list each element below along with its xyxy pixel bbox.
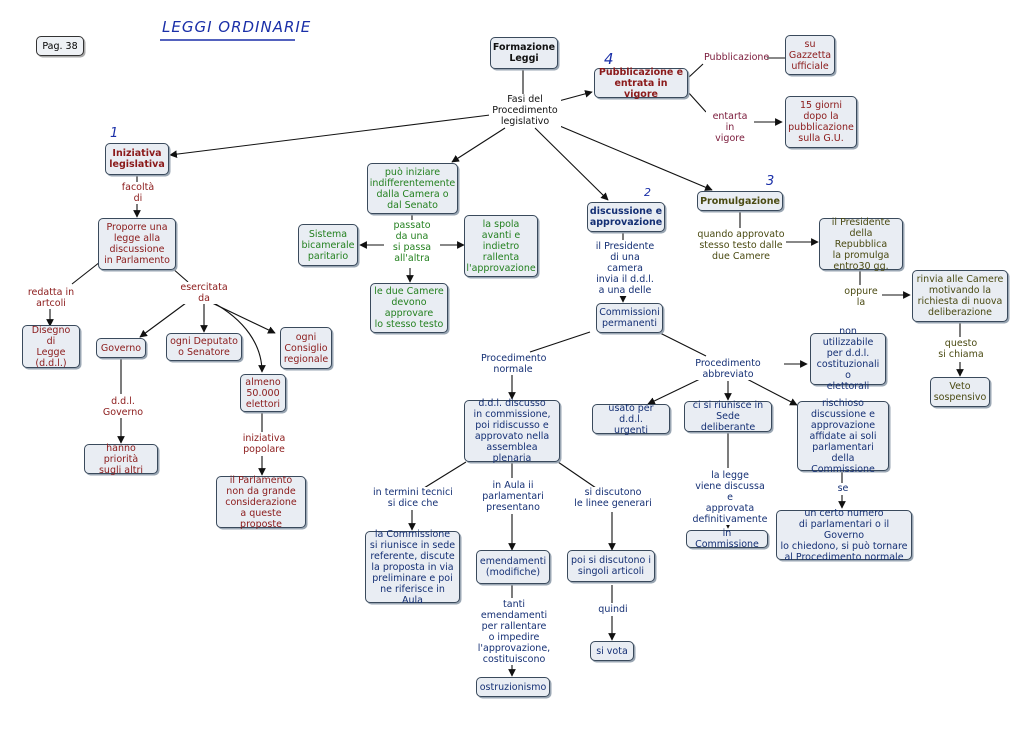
- node-in-commissione: in Commissione: [686, 528, 768, 550]
- label-oppure: oppure la: [840, 286, 882, 308]
- node-pubblicazione: Pubblicazione e entrata in vigore: [594, 67, 688, 100]
- node-priorita: hanno priorità sugli altri: [84, 443, 158, 476]
- node-cinquantamila-elettori: almeno 50.000 elettori: [240, 374, 286, 412]
- node-governo: Governo: [96, 338, 146, 358]
- node-presidente-repubblica: il Presidente della Repubblica la promul…: [819, 217, 903, 272]
- page-title: LEGGI ORDINARIE: [162, 18, 312, 36]
- label-tanti-emendamenti: tanti emendamenti per rallentare o imped…: [472, 599, 556, 665]
- node-sede-deliberante: ci si riunisce in Sede deliberante: [684, 400, 772, 433]
- node-spola: la spola avanti e indietro rallenta l'ap…: [464, 215, 538, 277]
- node-formazione-leggi: Formazione Leggi: [490, 37, 558, 69]
- node-commissione-sede-referente: la Commissione si riunisce in sede refer…: [365, 529, 460, 606]
- label-iniziativa-popolare: iniziativa popolare: [236, 433, 292, 455]
- node-promulgazione: Promulgazione: [697, 191, 783, 211]
- node-si-vota: si vota: [590, 641, 634, 661]
- label-redatta: redatta in artcoli: [24, 287, 78, 309]
- label-in-aula: in Aula ii parlamentari presentano: [480, 480, 546, 513]
- node-singoli-articoli: poi si discutono i singoli articoli: [567, 550, 655, 582]
- node-rinvia-camere: rinvia alle Camere motivando la richiest…: [912, 270, 1008, 322]
- label-fasi: Fasi del Procedimento legislativo: [489, 94, 561, 127]
- node-non-utilizzabile: non utilizzabile per d.d.l. costituziona…: [810, 326, 886, 392]
- node-iniziativa-legislativa: Iniziativa legislativa: [105, 143, 169, 175]
- node-certo-numero: un certo numero di parlamentari o il Gov…: [776, 508, 912, 563]
- node-ostruzionismo: ostruzionismo: [476, 677, 550, 697]
- label-procedimento-normale: Procedimento normale: [480, 353, 547, 375]
- label-se: se: [834, 483, 852, 494]
- label-termini-tecnici: in termini tecnici si dice che: [372, 487, 454, 509]
- node-discussione-approvazione: discussione e approvazione: [587, 202, 665, 232]
- label-pubblicazione: Pubblicazione: [703, 52, 770, 63]
- node-proporre-legge: Proporre una legge alla discussione in P…: [98, 218, 176, 270]
- label-legge-viene-discussa: la legge viene discussa e approvata defi…: [690, 470, 770, 525]
- label-facolta: facoltà di: [115, 182, 161, 204]
- label-esercitata: esercitata da: [176, 282, 232, 304]
- label-quindi: quindi: [594, 604, 632, 615]
- node-emendamenti: emendamenti (modifiche): [476, 550, 550, 584]
- node-veto-sospensivo: Veto sospensivo: [930, 377, 990, 407]
- node-urgenti: usato per d.d.l. urgenti: [592, 403, 670, 436]
- label-ddl-governo: d.d.l. Governo: [98, 396, 148, 418]
- label-presidente-camera: il Presidente di una camera invia il d.d…: [590, 241, 660, 296]
- label-linee-generali: si discutono le linee generari: [572, 487, 654, 509]
- label-entarta-in-vigore: entarta in vigore: [706, 111, 754, 144]
- label-questo-si-chiama: questo si chiama: [932, 338, 990, 360]
- label-passato: passato da una si passa all'altra: [384, 220, 440, 264]
- node-parlamento-non-considera: il Parlamento non da grande considerazio…: [216, 475, 306, 530]
- phase-number-4: 4: [604, 50, 614, 68]
- node-gazzetta-ufficiale: su Gazzetta ufficiale: [785, 35, 835, 75]
- node-disegno-di-legge: Disegno di Legge (d.d.l.): [22, 325, 80, 369]
- node-sistema-bicamerale: Sistema bicamerale paritario: [298, 224, 358, 266]
- node-rischioso: rischioso discussione e approvazione aff…: [797, 398, 889, 475]
- page-number-badge: Pag. 38: [36, 36, 84, 56]
- label-procedimento-abbreviato: Procedimento abbreviato: [690, 358, 766, 380]
- phase-number-2: 2: [644, 186, 651, 199]
- node-deputato-senatore: ogni Deputato o Senatore: [166, 333, 242, 361]
- node-due-camere: le due Camere devono approvare lo stesso…: [370, 283, 448, 333]
- node-quindici-giorni: 15 giorni dopo la pubblicazione sulla G.…: [785, 96, 857, 148]
- node-puo-iniziare: può iniziare indifferentemente dalla Cam…: [367, 163, 458, 214]
- phase-number-3: 3: [766, 174, 775, 189]
- node-ddl-discusso: d.d.l. discusso in commissione, poi ridi…: [464, 398, 560, 464]
- node-commissioni-permanenti: Commissioni permanenti: [596, 303, 663, 333]
- label-quando-approvato: quando approvato stesso testo dalle due …: [696, 229, 786, 262]
- phase-number-1: 1: [110, 126, 119, 141]
- node-consiglio-regionale: ogni Consiglio regionale: [280, 327, 332, 369]
